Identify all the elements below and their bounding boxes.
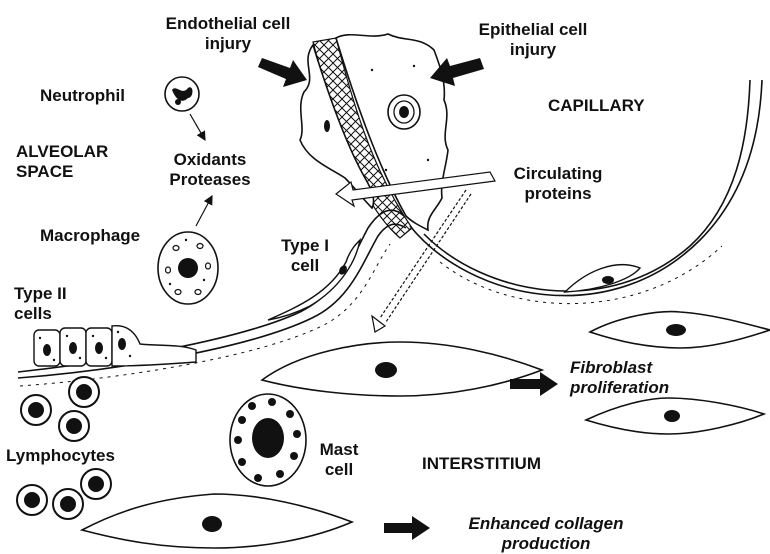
type-i-label-line1: Type I <box>270 236 340 256</box>
circulating-label-line2: proteins <box>488 184 628 204</box>
mast-cell <box>230 394 306 486</box>
oxidants-label: Oxidants <box>150 150 270 170</box>
type-i-cell-label: Type I cell <box>270 236 340 276</box>
epithelial-label-line2: injury <box>448 40 618 60</box>
macrophage-cell <box>158 232 218 304</box>
collagen-label-line1: Enhanced collagen <box>446 514 646 534</box>
endothelial-label-line2: injury <box>138 34 318 54</box>
lymphocytes-label: Lymphocytes <box>6 446 115 466</box>
endothelial-injury-label: Endothelial cell injury <box>138 14 318 54</box>
type-ii-label-line1: Type II <box>14 284 67 304</box>
macrophage-label: Macrophage <box>40 226 140 246</box>
proteases-label: Proteases <box>150 170 270 190</box>
epithelial-nucleus <box>388 95 420 129</box>
alveolar-label-line2: SPACE <box>16 162 108 182</box>
type-i-label-line2: cell <box>270 256 340 276</box>
mast-cell-label: Mast cell <box>314 440 364 480</box>
type-ii-cells <box>34 326 196 366</box>
circulating-label-line1: Circulating <box>488 164 628 184</box>
alveolar-label-line1: ALVEOLAR <box>16 142 108 162</box>
circulating-proteins-label: Circulating proteins <box>488 164 628 204</box>
fibroblast-label-line1: Fibroblast <box>570 358 669 378</box>
mast-label-line1: Mast <box>314 440 364 460</box>
type-ii-cells-label: Type II cells <box>14 284 67 324</box>
fibroblast-label-line2: proliferation <box>570 378 669 398</box>
endothelial-label-line1: Endothelial cell <box>138 14 318 34</box>
type-ii-label-line2: cells <box>14 304 67 324</box>
enhanced-collagen-label: Enhanced collagen production <box>446 514 646 554</box>
fibroblast-proliferation-label: Fibroblast proliferation <box>570 358 669 398</box>
collagen-label-line2: production <box>446 534 646 554</box>
alveolar-space-label: ALVEOLAR SPACE <box>16 142 108 182</box>
epithelial-label-line1: Epithelial cell <box>448 20 618 40</box>
mast-label-line2: cell <box>314 460 364 480</box>
neutrophil-cell <box>165 77 199 111</box>
capillary-label: CAPILLARY <box>548 96 645 116</box>
epithelial-injury-label: Epithelial cell injury <box>448 20 618 60</box>
interstitium-label: INTERSTITIUM <box>422 454 541 474</box>
neutrophil-label: Neutrophil <box>40 86 125 106</box>
endothelial-nucleus <box>324 120 330 132</box>
oxidants-proteases-label: Oxidants Proteases <box>150 150 270 190</box>
